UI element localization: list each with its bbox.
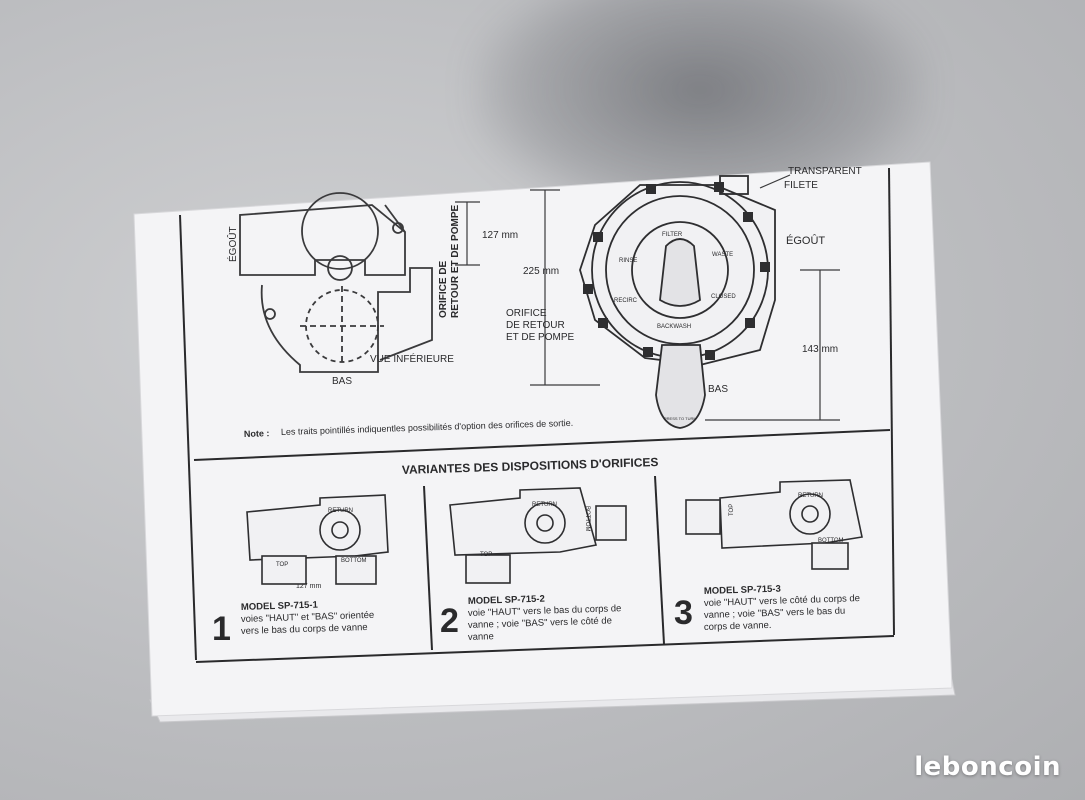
valve-rinse-label: RINSE (619, 258, 637, 264)
variant-1-drawing (246, 494, 389, 585)
v3-top-label: TOP (729, 504, 735, 516)
dim-225-label: 225 mm (523, 266, 559, 277)
valve-recirc-label: RECIRC (614, 298, 638, 304)
dim-127-label: 127 mm (482, 230, 518, 241)
variant-2-line-1: voie "HAUT" vers le bas du corps de (468, 603, 622, 619)
transparent-label: TRANSPARENT (788, 166, 862, 177)
vue-inferieure-label: VUE INFÉRIEURE (370, 352, 454, 365)
variant-3-line-2: vanne ; voie "BAS" vers le bas du (704, 606, 846, 621)
v2-return-label: RETURN (532, 502, 557, 508)
dimension-lines-right (705, 174, 840, 421)
variant-3-model: MODEL SP-715-3 (704, 584, 781, 597)
bottom-view-drawing (239, 192, 433, 373)
variant-2-model: MODEL SP-715-2 (468, 594, 545, 607)
v3-return-label: RETURN (798, 493, 823, 499)
dim-143-label: 143 mm (802, 344, 838, 355)
egout-left-label: ÉGOÛT (226, 226, 239, 262)
variant-3-drawing (685, 479, 863, 570)
variant-1-line-1: voies "HAUT" et "BAS" orientée (241, 610, 375, 625)
v1-top-label: TOP (276, 562, 288, 568)
orifice-retour-line-1: ORIFICE (506, 308, 547, 319)
v1-bottom-label: BOTTOM (341, 558, 367, 564)
v2-top-label: TOP (480, 552, 492, 558)
v1-return-label: RETURN (328, 508, 353, 514)
variant-3-line-1: voie "HAUT" vers le côté du corps de (704, 593, 860, 609)
dim-127-small-label: 127 mm (296, 583, 321, 590)
dimension-lines-left (455, 189, 600, 386)
valve-press-to-turn-label: PRESS TO TURN (664, 416, 696, 421)
frame-lines (179, 167, 895, 663)
filete-label: FILETE (784, 180, 818, 191)
orifice-retour-line-3: ET DE POMPE (506, 332, 574, 343)
valve-waste-label: WASTE (712, 252, 733, 258)
orifice-vertical-line-2: RETOUR ET DE POMPE (450, 205, 461, 318)
v2-bottom-label: BOTTOM (584, 506, 590, 532)
variant-3-line-3: corps de vanne. (704, 620, 772, 633)
variant-1-number: 1 (212, 610, 231, 648)
bas-left-label: BAS (332, 376, 352, 387)
v3-bottom-label: BOTTOM (818, 538, 844, 544)
orifice-vertical-line-1: ORIFICE DE (438, 260, 449, 318)
variant-2-line-3: vanne (468, 631, 494, 643)
orifice-retour-line-2: DE RETOUR (506, 320, 565, 331)
variant-1-line-2: vers le bas du corps de vanne (241, 622, 368, 637)
variant-2-line-2: vanne ; voie "BAS" vers le côté de (468, 615, 612, 631)
note-label: Note : (244, 428, 270, 439)
egout-right-label: ÉGOÛT (786, 234, 825, 247)
valve-backwash-label: BACKWASH (657, 324, 691, 330)
valve-closed-label: CLOSED (711, 294, 736, 300)
top-view-valve-drawing (579, 175, 776, 429)
bas-right-label: BAS (708, 384, 728, 395)
variant-2-drawing (449, 487, 627, 584)
leboncoin-watermark: leboncoin (914, 752, 1061, 782)
valve-bolts (583, 182, 770, 360)
variant-2-number: 2 (440, 602, 459, 640)
variant-3-number: 3 (674, 594, 693, 632)
valve-filter-label: FILTER (662, 232, 683, 238)
variant-1-model: MODEL SP-715-1 (241, 600, 319, 613)
